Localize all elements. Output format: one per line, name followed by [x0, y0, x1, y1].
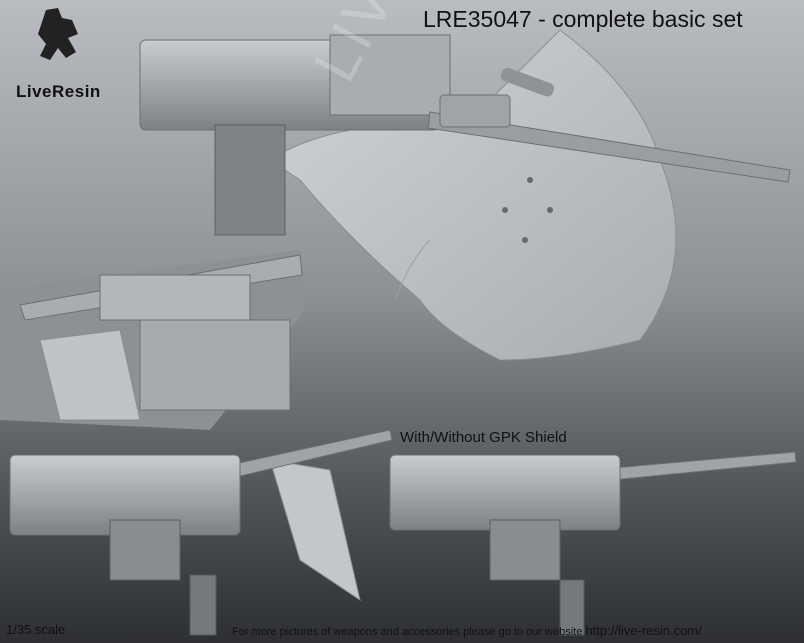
website-link[interactable]: http://live-resin.com/	[585, 623, 702, 638]
bottom-left-gun-render	[9, 429, 393, 636]
soldier-figure-icon	[38, 8, 78, 60]
footer-text: For more pictures of weapons and accesso…	[232, 626, 583, 638]
scale-label: 1/35 scale	[6, 622, 66, 637]
main-gun-render	[139, 29, 791, 361]
shield-caption: With/Without GPK Shield	[400, 429, 567, 446]
detail-gun-render	[0, 250, 305, 430]
footer-note: For more pictures of weapons and accesso…	[232, 623, 702, 638]
liveresin-logo: LiveResin	[6, 4, 121, 104]
logo-wordmark: LiveResin	[16, 82, 101, 101]
bottom-right-gun-render	[389, 451, 797, 636]
product-title: LRE35047 - complete basic set	[423, 6, 743, 32]
